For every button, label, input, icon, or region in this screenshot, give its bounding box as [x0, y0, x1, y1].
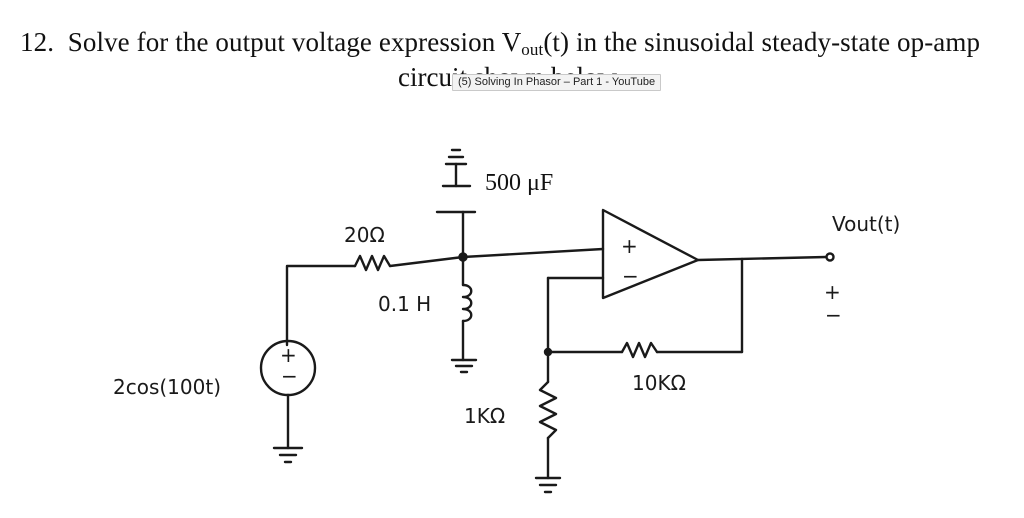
rf-label: 10KΩ: [632, 371, 686, 395]
capacitor-label: 500 μF: [485, 170, 554, 196]
vout-label: Vout(t): [832, 212, 901, 236]
output-plus: +: [824, 280, 841, 304]
source-minus: −: [281, 364, 298, 388]
source-plus: +: [280, 343, 297, 367]
resistor-1k: [538, 380, 558, 440]
wire-r1-node: [388, 255, 465, 268]
inductor: [461, 283, 473, 323]
r1-label: 20Ω: [344, 223, 385, 247]
video-tooltip: (5) Solving In Phasor – Part 1 - YouTube: [452, 74, 662, 91]
resistor-20-ohm: [353, 254, 392, 272]
question-number: 12.: [20, 27, 55, 57]
output-minus: −: [825, 303, 842, 327]
question-text-after: (t) in the sinusoidal steady-state op-am…: [543, 27, 981, 57]
inductor-label: 0.1 H: [378, 292, 432, 316]
wire-left: [285, 264, 357, 347]
question-text-before: Solve for the output voltage expression …: [67, 27, 522, 57]
output-terminal: [825, 252, 835, 262]
opamp-minus-label: −: [622, 264, 639, 288]
wire-output: [696, 255, 828, 262]
question-text: 12. Solve for the output voltage express…: [20, 27, 980, 60]
question-subscript: out: [521, 40, 544, 59]
opamp-plus-label: +: [621, 234, 638, 258]
r2-label: 1KΩ: [464, 404, 506, 428]
opamp: [601, 208, 700, 300]
source-label: 2cos(100t): [113, 375, 221, 399]
resistor-10k: [620, 341, 659, 359]
wire-node-opamp-plus: [461, 247, 605, 259]
